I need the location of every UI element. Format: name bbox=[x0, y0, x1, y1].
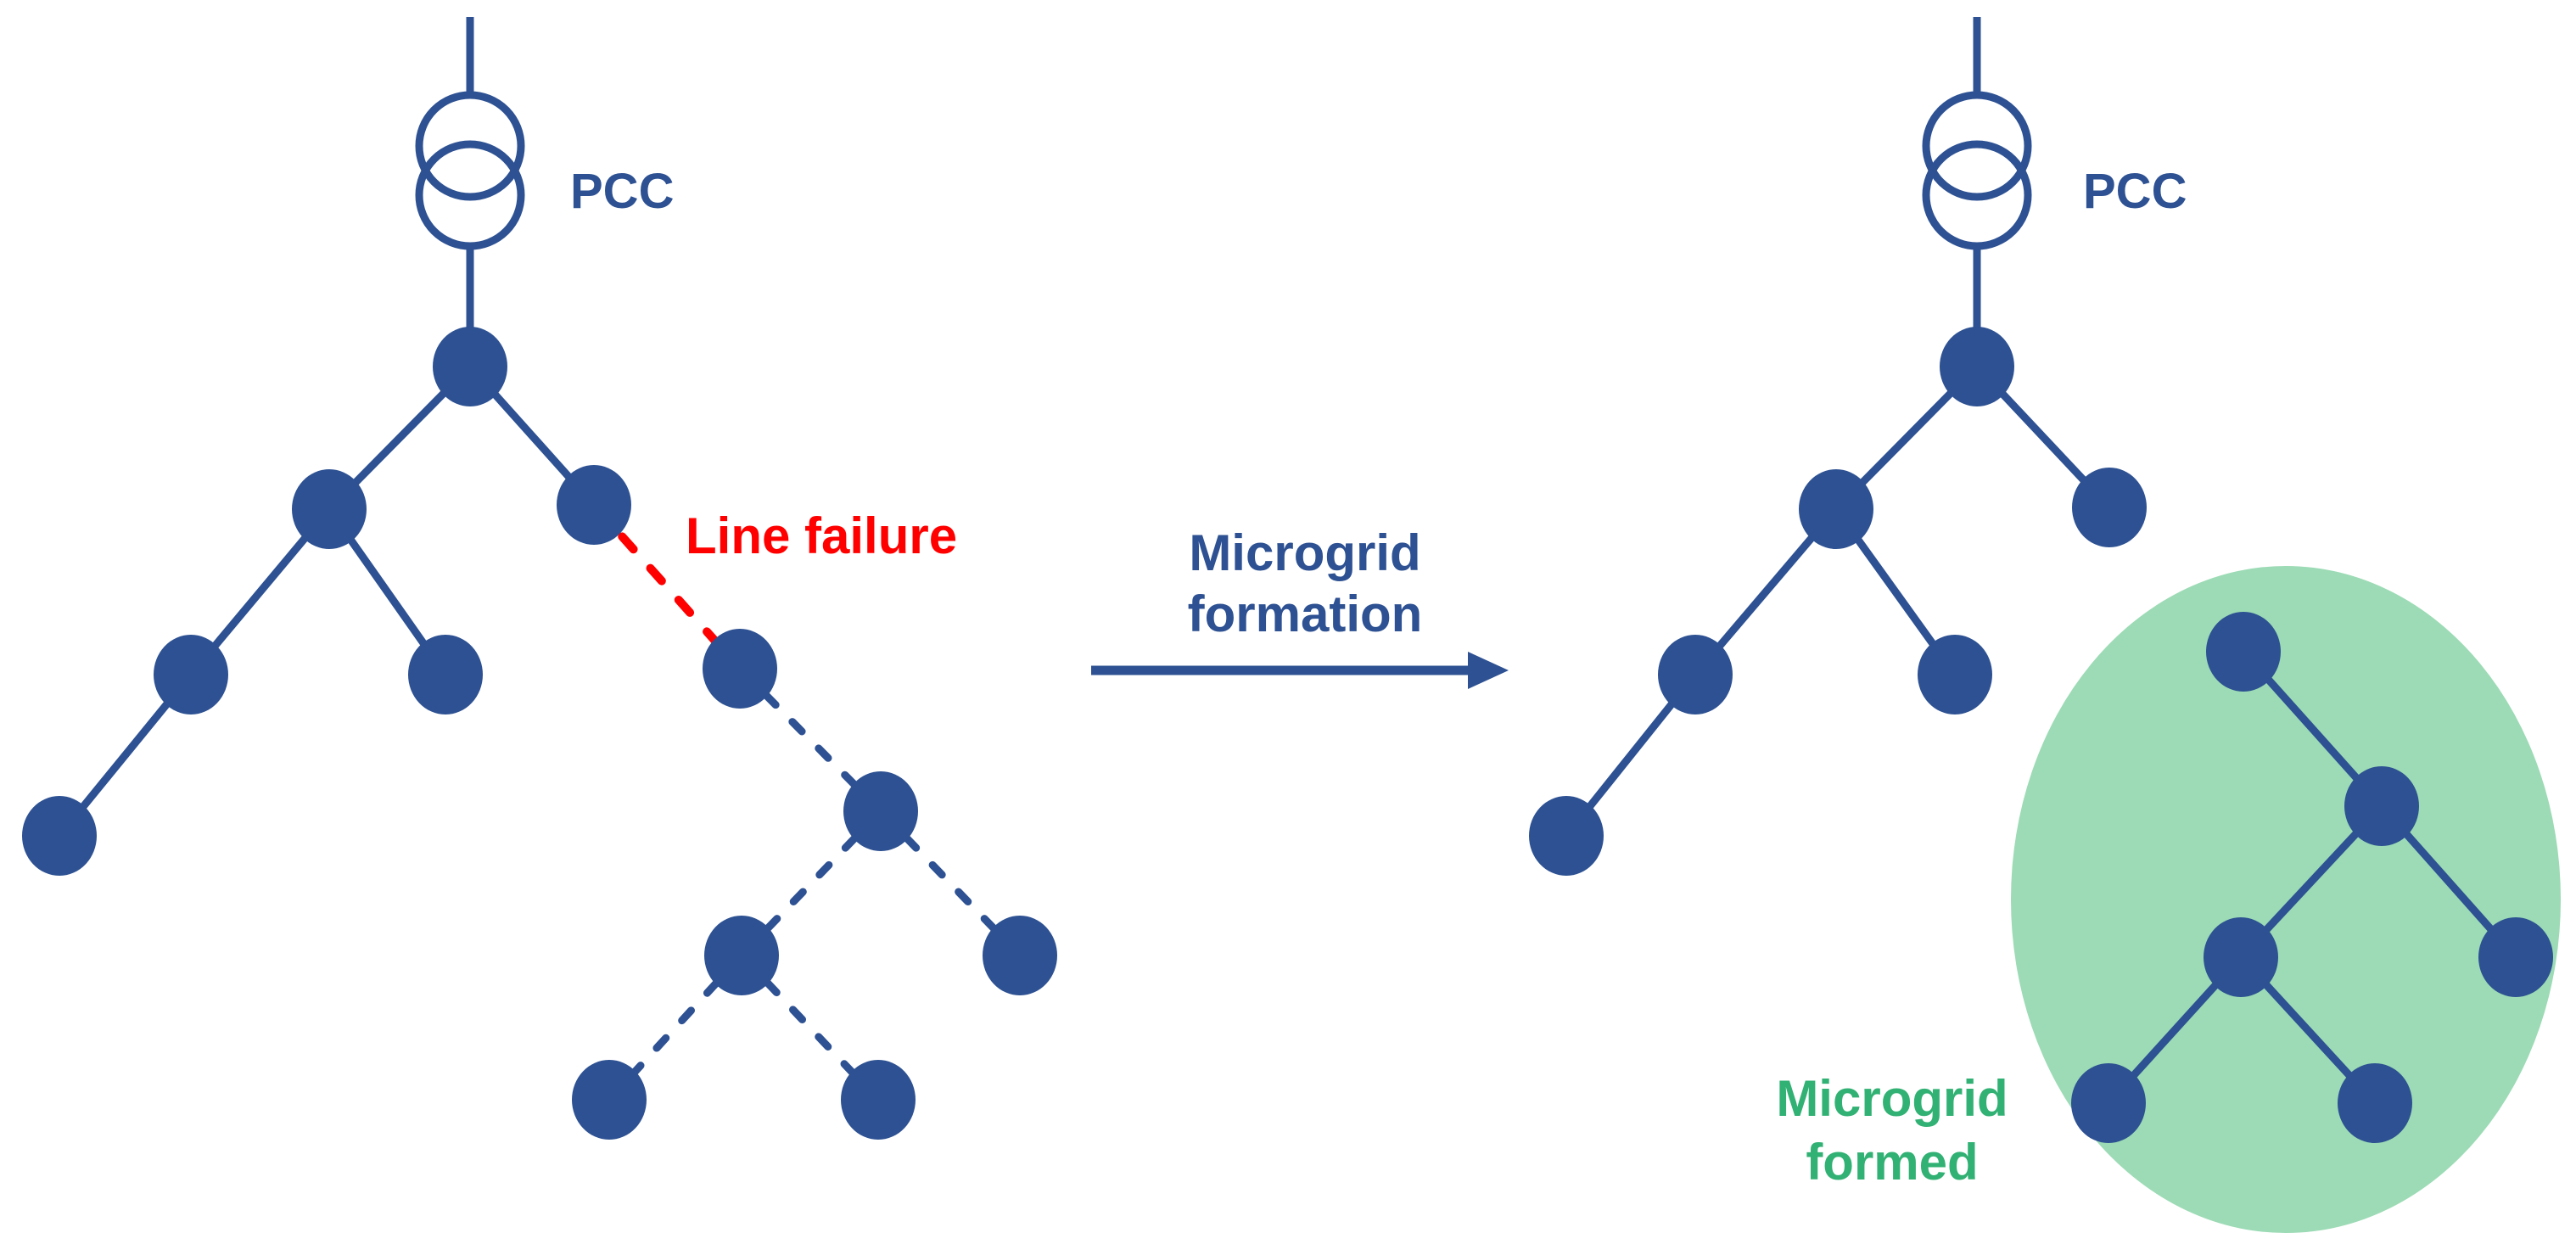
pcc-label-right: PCC bbox=[2083, 164, 2187, 219]
microgrid-formed-label-line1: Microgrid bbox=[1776, 1070, 2008, 1127]
bus-node bbox=[843, 771, 918, 851]
bus-node bbox=[2071, 1063, 2146, 1143]
bus-node bbox=[2204, 917, 2278, 997]
bus-node bbox=[2478, 917, 2553, 997]
bus-node bbox=[22, 796, 97, 876]
arrow-layer bbox=[1091, 652, 1509, 689]
bus-node bbox=[2344, 766, 2419, 846]
bus-node bbox=[1799, 469, 1873, 549]
microgrid-region-ellipse bbox=[2011, 566, 2561, 1233]
bus-node bbox=[154, 635, 228, 714]
transformer-circle bbox=[415, 140, 525, 250]
bus-node bbox=[1658, 635, 1733, 714]
bus-node bbox=[1940, 327, 2014, 406]
transformer-circle bbox=[1922, 91, 2032, 201]
arrow-caption-line2: formation bbox=[1188, 586, 1423, 642]
bus-node bbox=[1529, 796, 1604, 876]
bus-node bbox=[2338, 1063, 2412, 1143]
bus-node bbox=[703, 629, 777, 709]
bus-node bbox=[841, 1060, 916, 1140]
bus-node bbox=[2072, 468, 2147, 547]
pcc-label-left: PCC bbox=[570, 164, 674, 219]
microgrid-region-layer bbox=[2011, 566, 2561, 1233]
microgrid-formed-label-line2: formed bbox=[1806, 1134, 1978, 1191]
line-failure-label: Line failure bbox=[686, 507, 957, 564]
bus-node bbox=[983, 916, 1057, 995]
nodes-layer bbox=[22, 327, 2553, 1143]
transformers-layer bbox=[415, 17, 2032, 367]
bus-node bbox=[292, 469, 367, 549]
formation-arrow-head bbox=[1468, 652, 1509, 689]
transformer-circle bbox=[1922, 140, 2032, 250]
bus-node bbox=[408, 635, 483, 714]
bus-node bbox=[704, 916, 779, 995]
bus-node bbox=[572, 1060, 647, 1140]
bus-node bbox=[2206, 612, 2281, 692]
transformer-circle bbox=[415, 91, 525, 201]
arrow-caption-line1: Microgrid bbox=[1189, 524, 1420, 581]
bus-node bbox=[1918, 635, 1992, 714]
bus-node bbox=[557, 465, 631, 545]
bus-node bbox=[433, 327, 507, 406]
